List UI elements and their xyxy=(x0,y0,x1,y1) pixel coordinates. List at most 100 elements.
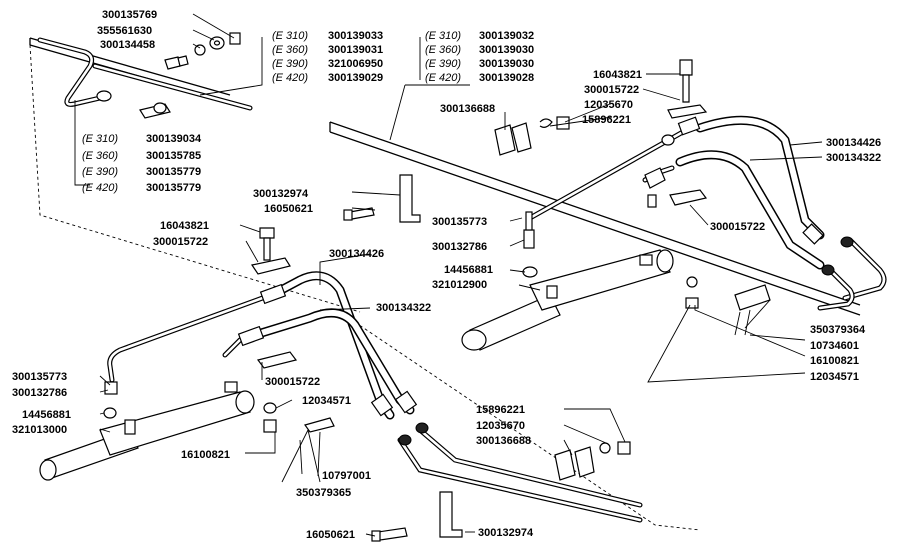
part-label: 300015722 xyxy=(265,376,320,388)
bolt-icon xyxy=(259,227,275,239)
upper-right-hardware xyxy=(494,59,708,208)
bracket-icon xyxy=(554,449,576,481)
part-label: 300132974 xyxy=(253,188,309,200)
clip-icon xyxy=(256,351,298,369)
part-label: 12035670 xyxy=(476,420,525,432)
variant-label: (E 360) xyxy=(425,44,461,56)
part-label: 12035670 xyxy=(584,99,633,111)
part-label: 16100821 xyxy=(810,355,859,367)
part-label: 300139028 xyxy=(479,72,534,84)
clip-icon xyxy=(669,189,708,206)
part-label: 12034571 xyxy=(302,395,351,407)
part-label: 300134458 xyxy=(100,39,155,51)
nut-icon xyxy=(617,441,631,455)
part-label: 300135779 xyxy=(146,182,201,194)
part-label: 300139029 xyxy=(328,72,383,84)
nut-icon xyxy=(685,297,699,309)
variant-label: (E 310) xyxy=(425,30,461,42)
part-label: 300015722 xyxy=(710,221,765,233)
pipe-fitting xyxy=(96,90,112,102)
part-label: 300136688 xyxy=(440,103,495,115)
part-label: 14456881 xyxy=(22,409,71,421)
ring-icon xyxy=(539,118,553,128)
variant-label: (E 420) xyxy=(425,72,461,84)
part-label: 300135773 xyxy=(12,371,67,383)
part-label: 16050621 xyxy=(264,203,313,215)
lower-right-hardware xyxy=(371,441,631,542)
part-label: 15896221 xyxy=(582,114,631,126)
cylinder-body xyxy=(99,391,251,456)
part-label: 300139032 xyxy=(479,30,534,42)
part-label: 15896221 xyxy=(476,404,525,416)
part-label: 355561630 xyxy=(97,25,152,37)
fitting-icon xyxy=(523,229,535,249)
part-label: 300015722 xyxy=(153,236,208,248)
nut-icon xyxy=(229,32,241,45)
bracket-icon xyxy=(399,174,421,223)
part-label: 321013000 xyxy=(12,424,67,436)
washer-icon xyxy=(522,266,538,278)
pin-icon xyxy=(304,417,335,433)
part-label: 300134322 xyxy=(376,302,431,314)
variant-label: (E 310) xyxy=(272,30,308,42)
cylinder-body xyxy=(529,249,671,311)
part-label: 300135779 xyxy=(146,166,201,178)
left-cylinder xyxy=(39,381,255,481)
bolt-icon xyxy=(377,527,408,541)
part-label: 300134426 xyxy=(329,248,384,260)
part-label: 300139033 xyxy=(328,30,383,42)
part-label: 300139031 xyxy=(328,44,383,56)
part-label: 10734601 xyxy=(810,340,859,352)
fitting-icon xyxy=(104,381,118,395)
bracket-icon xyxy=(439,491,463,538)
part-label: 321012900 xyxy=(432,279,487,291)
part-label: 16043821 xyxy=(160,220,209,232)
variant-label: (E 390) xyxy=(82,166,118,178)
variant-label: (E 420) xyxy=(82,182,118,194)
upper-left-pipe xyxy=(37,37,253,119)
part-labels: 300135769 355561630 300134458 (E 310) (E… xyxy=(12,9,881,541)
nut-icon xyxy=(556,116,570,130)
variant-label: (E 360) xyxy=(82,150,118,162)
part-label: 321006950 xyxy=(328,58,383,70)
nut-icon xyxy=(263,419,277,433)
part-label: 300134322 xyxy=(826,152,881,164)
part-label: 16100821 xyxy=(181,449,230,461)
part-label: 12034571 xyxy=(810,371,859,383)
part-label: 300132974 xyxy=(478,527,534,539)
leader-lines xyxy=(74,13,823,537)
variant-label: (E 360) xyxy=(272,44,308,56)
part-label: 300132786 xyxy=(12,387,67,399)
part-label: 300134426 xyxy=(826,137,881,149)
variant-label: (E 390) xyxy=(272,58,308,70)
part-label: 16043821 xyxy=(593,69,642,81)
ring-icon xyxy=(599,442,611,454)
part-label: 300132786 xyxy=(432,241,487,253)
part-label: 300135773 xyxy=(432,216,487,228)
part-label: 300139030 xyxy=(479,58,534,70)
center-bracket xyxy=(343,174,421,223)
part-label: 350379364 xyxy=(810,324,866,336)
part-label: 300015722 xyxy=(584,84,639,96)
part-label: 300139030 xyxy=(479,44,534,56)
chassis-rails xyxy=(29,37,861,531)
clip-icon xyxy=(251,257,291,275)
part-label: 16050621 xyxy=(306,529,355,541)
lower-left-hoses xyxy=(107,271,643,523)
part-label: 10797001 xyxy=(322,470,371,482)
lower-left-hardware xyxy=(103,227,335,433)
part-label: 300139034 xyxy=(146,133,202,145)
variant-label: (E 420) xyxy=(272,72,308,84)
bolt-icon xyxy=(679,59,693,76)
top-hardware xyxy=(164,32,241,70)
variant-label: (E 310) xyxy=(82,133,118,145)
washer-icon xyxy=(103,407,117,419)
hose-fitting xyxy=(259,283,287,305)
part-label: 14456881 xyxy=(444,264,493,276)
part-label: 300135769 xyxy=(102,9,157,21)
part-label: 300135785 xyxy=(146,150,201,162)
variant-label: (E 390) xyxy=(425,58,461,70)
part-label: 300136688 xyxy=(476,435,531,447)
